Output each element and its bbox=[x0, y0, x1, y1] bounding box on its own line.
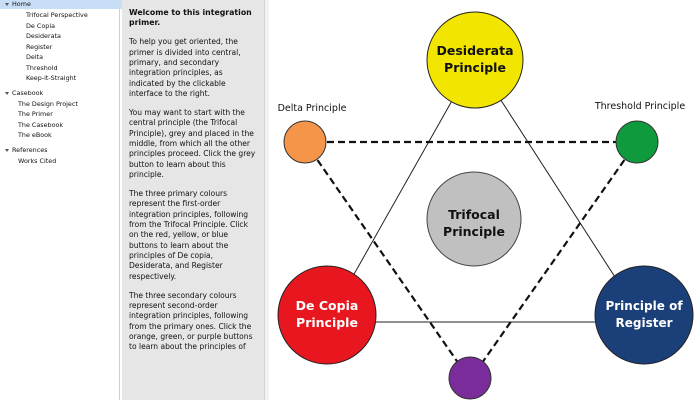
trifocal-label-line2: Principle bbox=[443, 224, 505, 239]
nav-group-home[interactable]: Home bbox=[0, 0, 124, 9]
keep-it-straight-principle-button[interactable] bbox=[448, 356, 492, 400]
nav-item-the-casebook[interactable]: The Casebook bbox=[18, 120, 64, 129]
nav-item-delta[interactable]: Delta bbox=[26, 53, 44, 61]
panel-title: Welcome to this integration primer. bbox=[129, 8, 252, 28]
desiderata-circle[interactable] bbox=[426, 11, 524, 109]
threshold-principle-button[interactable] bbox=[615, 120, 659, 164]
principles-diagram-svg: Desiderata Principle Trifocal Principle … bbox=[277, 11, 694, 400]
nav-group-casebook[interactable]: Casebook bbox=[5, 89, 43, 98]
nav-item-register[interactable]: Register bbox=[26, 42, 53, 51]
desiderata-principle-button[interactable]: Desiderata Principle bbox=[426, 11, 524, 109]
register-label-line2: Register bbox=[615, 316, 672, 330]
threshold-principle-label: Threshold Principle bbox=[594, 101, 685, 112]
nav-group-references[interactable]: References bbox=[5, 146, 48, 155]
nav-item-threshold[interactable]: Threshold bbox=[26, 63, 58, 72]
nav-item-de-copia[interactable]: De Copia bbox=[26, 21, 56, 30]
nav-group-label: Home bbox=[12, 0, 31, 8]
de-copia-label-line2: Principle bbox=[296, 315, 358, 330]
nav-item-desiderata[interactable]: Desiderata bbox=[26, 32, 61, 40]
register-circle[interactable] bbox=[594, 265, 694, 365]
threshold-circle[interactable] bbox=[615, 120, 659, 164]
nav-item-the-ebook[interactable]: The eBook bbox=[18, 131, 52, 139]
de-copia-label-line1: De Copia bbox=[296, 298, 359, 313]
delta-principle-button[interactable] bbox=[283, 120, 327, 164]
nav-item-design-project[interactable]: The Design Project bbox=[18, 99, 78, 108]
principles-diagram: Desiderata Principle Trifocal Principle … bbox=[268, 0, 700, 400]
primary-colours-paragraph: The three primary colours represent the … bbox=[129, 188, 249, 281]
collapse-arrow-icon[interactable] bbox=[5, 91, 9, 95]
register-principle-button[interactable]: Principle of Register bbox=[594, 265, 694, 365]
trifocal-label-line1: Trifocal bbox=[448, 207, 500, 222]
nav-item-trifocal-perspective[interactable]: Trifocal Perspective bbox=[26, 11, 88, 19]
nav-item-keep-it-straight[interactable]: Keep-it-Straight bbox=[26, 74, 77, 82]
delta-circle[interactable] bbox=[283, 120, 327, 164]
central-principle-paragraph: You may want to start with the central p… bbox=[129, 107, 256, 179]
de-copia-principle-button[interactable]: De Copia Principle bbox=[277, 265, 377, 365]
trifocal-principle-button[interactable]: Trifocal Principle bbox=[426, 171, 522, 267]
nav-item-the-primer[interactable]: The Primer bbox=[18, 110, 53, 118]
panel-splitter[interactable] bbox=[264, 0, 269, 400]
intro-paragraph: To help you get oriented, the primer is … bbox=[129, 37, 241, 98]
keep-it-straight-circle[interactable] bbox=[448, 356, 492, 400]
collapse-arrow-icon[interactable] bbox=[5, 2, 9, 6]
nav-item-works-cited[interactable]: Works Cited bbox=[18, 156, 57, 165]
secondary-triangle-edge bbox=[304, 141, 471, 381]
nav-group-label: Casebook bbox=[12, 89, 44, 97]
collapse-arrow-icon[interactable] bbox=[5, 148, 9, 152]
sidebar-nav: Home Trifocal Perspective De Copia Desid… bbox=[0, 0, 124, 400]
trifocal-circle[interactable] bbox=[426, 171, 522, 267]
intro-text-panel: Welcome to this integration primer. To h… bbox=[122, 0, 264, 400]
nav-group-label: References bbox=[12, 146, 48, 154]
de-copia-circle[interactable] bbox=[277, 265, 377, 365]
secondary-triangle-edge bbox=[469, 141, 638, 381]
register-label-line1: Principle of bbox=[605, 299, 683, 313]
desiderata-label-line1: Desiderata bbox=[436, 43, 513, 58]
desiderata-label-line2: Principle bbox=[444, 60, 506, 75]
secondary-colours-paragraph: The three secondary colours represent se… bbox=[129, 290, 253, 352]
delta-principle-label: Delta Principle bbox=[278, 103, 347, 114]
